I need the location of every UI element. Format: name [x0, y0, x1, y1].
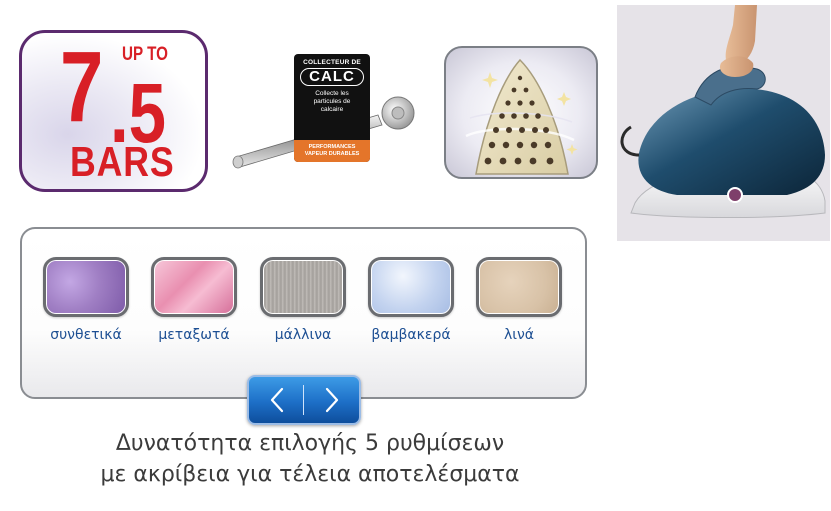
fabric-label: βαμβακερά [371, 327, 451, 343]
calc-footer-line: VAPEUR DURABLES [304, 151, 360, 157]
chevron-right-icon [325, 387, 338, 413]
pressure-big-digit: 7 [60, 31, 104, 143]
caption: Δυνατότητα επιλογής 5 ρυθμίσεων με ακρίβ… [0, 428, 620, 490]
fabric-swatch [368, 257, 454, 317]
calc-footer-line: PERFORMANCES [308, 144, 356, 150]
fabric-swatch [43, 257, 129, 317]
next-button[interactable] [304, 377, 359, 423]
fabric-swatch [260, 257, 346, 317]
fabric-item-cotton[interactable]: βαμβακερά [361, 257, 461, 343]
product-photo [617, 5, 830, 241]
nav-divider [303, 385, 304, 415]
fabric-item-wool[interactable]: μάλλινα [253, 257, 353, 343]
pressure-up-to: UP TO [122, 44, 168, 65]
fabric-nav-bar [247, 375, 361, 425]
fabric-label: μεταξωτά [158, 327, 230, 343]
calc-label: COLLECTEUR DE CALC Collecte les particul… [294, 54, 370, 162]
steam-generator-iron-icon [620, 5, 826, 218]
fabric-label: συνθετικά [50, 327, 122, 343]
soleplate-badge [444, 46, 598, 179]
calc-description-line: Collecte les [315, 90, 349, 97]
chevron-left-icon [270, 387, 283, 413]
caption-line-2: με ακρίβεια για τέλεια αποτελέσματα [100, 462, 520, 487]
pressure-badge: 7 UP TO .5 BARS [19, 30, 208, 192]
pressure-small-digit: .5 [110, 66, 167, 160]
fabric-swatch [151, 257, 237, 317]
calc-description-line: calcaire [320, 106, 344, 113]
fabric-label: μάλλινα [274, 327, 332, 343]
fabric-item-linen[interactable]: λινά [469, 257, 569, 343]
calc-logo: CALC [300, 68, 364, 86]
previous-button[interactable] [249, 377, 304, 423]
caption-line-1: Δυνατότητα επιλογής 5 ρυθμίσεων [115, 431, 505, 456]
calc-description: Collecte les particules de calcaire [294, 90, 370, 114]
fabric-row: συνθετικά μεταξωτά μάλλινα βαμβακερά λιν… [36, 257, 576, 357]
fabric-label: λινά [503, 327, 535, 343]
calc-title: COLLECTEUR DE [303, 59, 361, 66]
fabric-item-silk[interactable]: μεταξωτά [144, 257, 244, 343]
pressure-unit: BARS [70, 138, 175, 185]
calc-collector-badge: COLLECTEUR DE CALC Collecte les particul… [228, 50, 428, 180]
soleplate-icon [465, 58, 578, 175]
fabric-selector-panel: συνθετικά μεταξωτά μάλλινα βαμβακερά λιν… [20, 227, 587, 399]
fabric-item-synthetic[interactable]: συνθετικά [36, 257, 136, 343]
fabric-swatch [476, 257, 562, 317]
calc-description-line: particules de [313, 98, 351, 105]
calc-footer: PERFORMANCES VAPEUR DURABLES [294, 140, 370, 162]
